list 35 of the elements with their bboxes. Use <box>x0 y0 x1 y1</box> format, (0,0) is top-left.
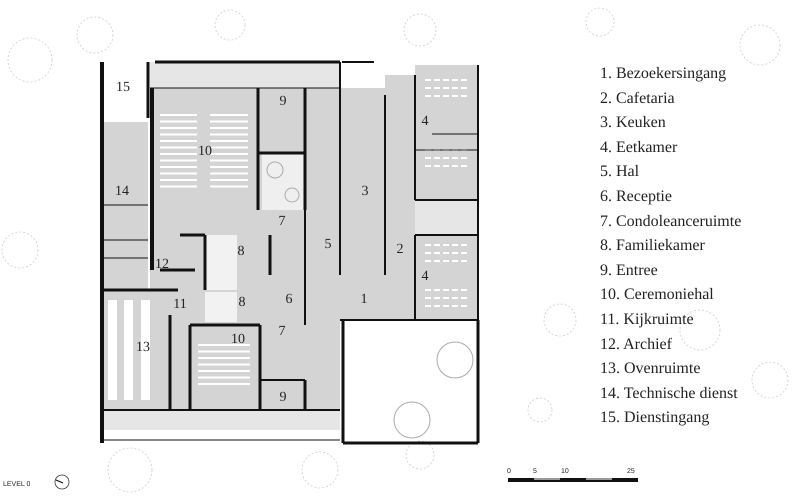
room-number: 6 <box>286 293 292 307</box>
room-list-item: 15. Dienstingang <box>600 410 710 426</box>
room-number: 10 <box>198 145 212 159</box>
room-list-item: 10. Ceremoniehal <box>600 287 714 304</box>
room-number: 8 <box>238 245 244 259</box>
room-list-item: 2. Cafetaria <box>600 90 675 107</box>
room-list-item: 8. Familiekamer <box>600 238 705 254</box>
room-number: 9 <box>280 391 286 405</box>
room-number: 2 <box>396 243 404 257</box>
room-number: 11 <box>173 298 187 312</box>
room-list-item: 11. Kijkruimte <box>600 312 694 328</box>
room-list-item: 1. Bezoekersingang <box>600 66 726 82</box>
room-list-item: 5. Hal <box>600 164 640 180</box>
room-number: 1 <box>360 293 368 307</box>
room-list-item: 13. Ovenruimte <box>600 361 700 378</box>
room-number: 8 <box>238 296 246 310</box>
room-number: 15 <box>116 81 130 95</box>
room-number: 4 <box>422 115 428 129</box>
room-number: 7 <box>278 325 286 339</box>
room-number: 10 <box>231 333 245 347</box>
room-list-item: 4. Eetkamer <box>600 140 678 156</box>
room-list-item: 6. Receptie <box>600 189 672 205</box>
room-list-item: 14. Technische dienst <box>600 386 738 402</box>
room-number: 4 <box>422 270 428 284</box>
room-number: 13 <box>136 341 150 355</box>
room-number: 7 <box>278 215 286 229</box>
room-number: 3 <box>362 185 368 199</box>
room-number: 9 <box>280 95 286 109</box>
room-list-item: 7. Condoleanceruimte <box>600 214 742 230</box>
room-list-item: 9. Entree <box>600 262 658 279</box>
room-number: 14 <box>115 185 129 199</box>
room-list-item: 3. Keuken <box>600 115 666 132</box>
room-list-item: 12. Archief <box>600 336 672 353</box>
room-number: 5 <box>324 238 332 252</box>
room-number: 12 <box>155 258 169 272</box>
